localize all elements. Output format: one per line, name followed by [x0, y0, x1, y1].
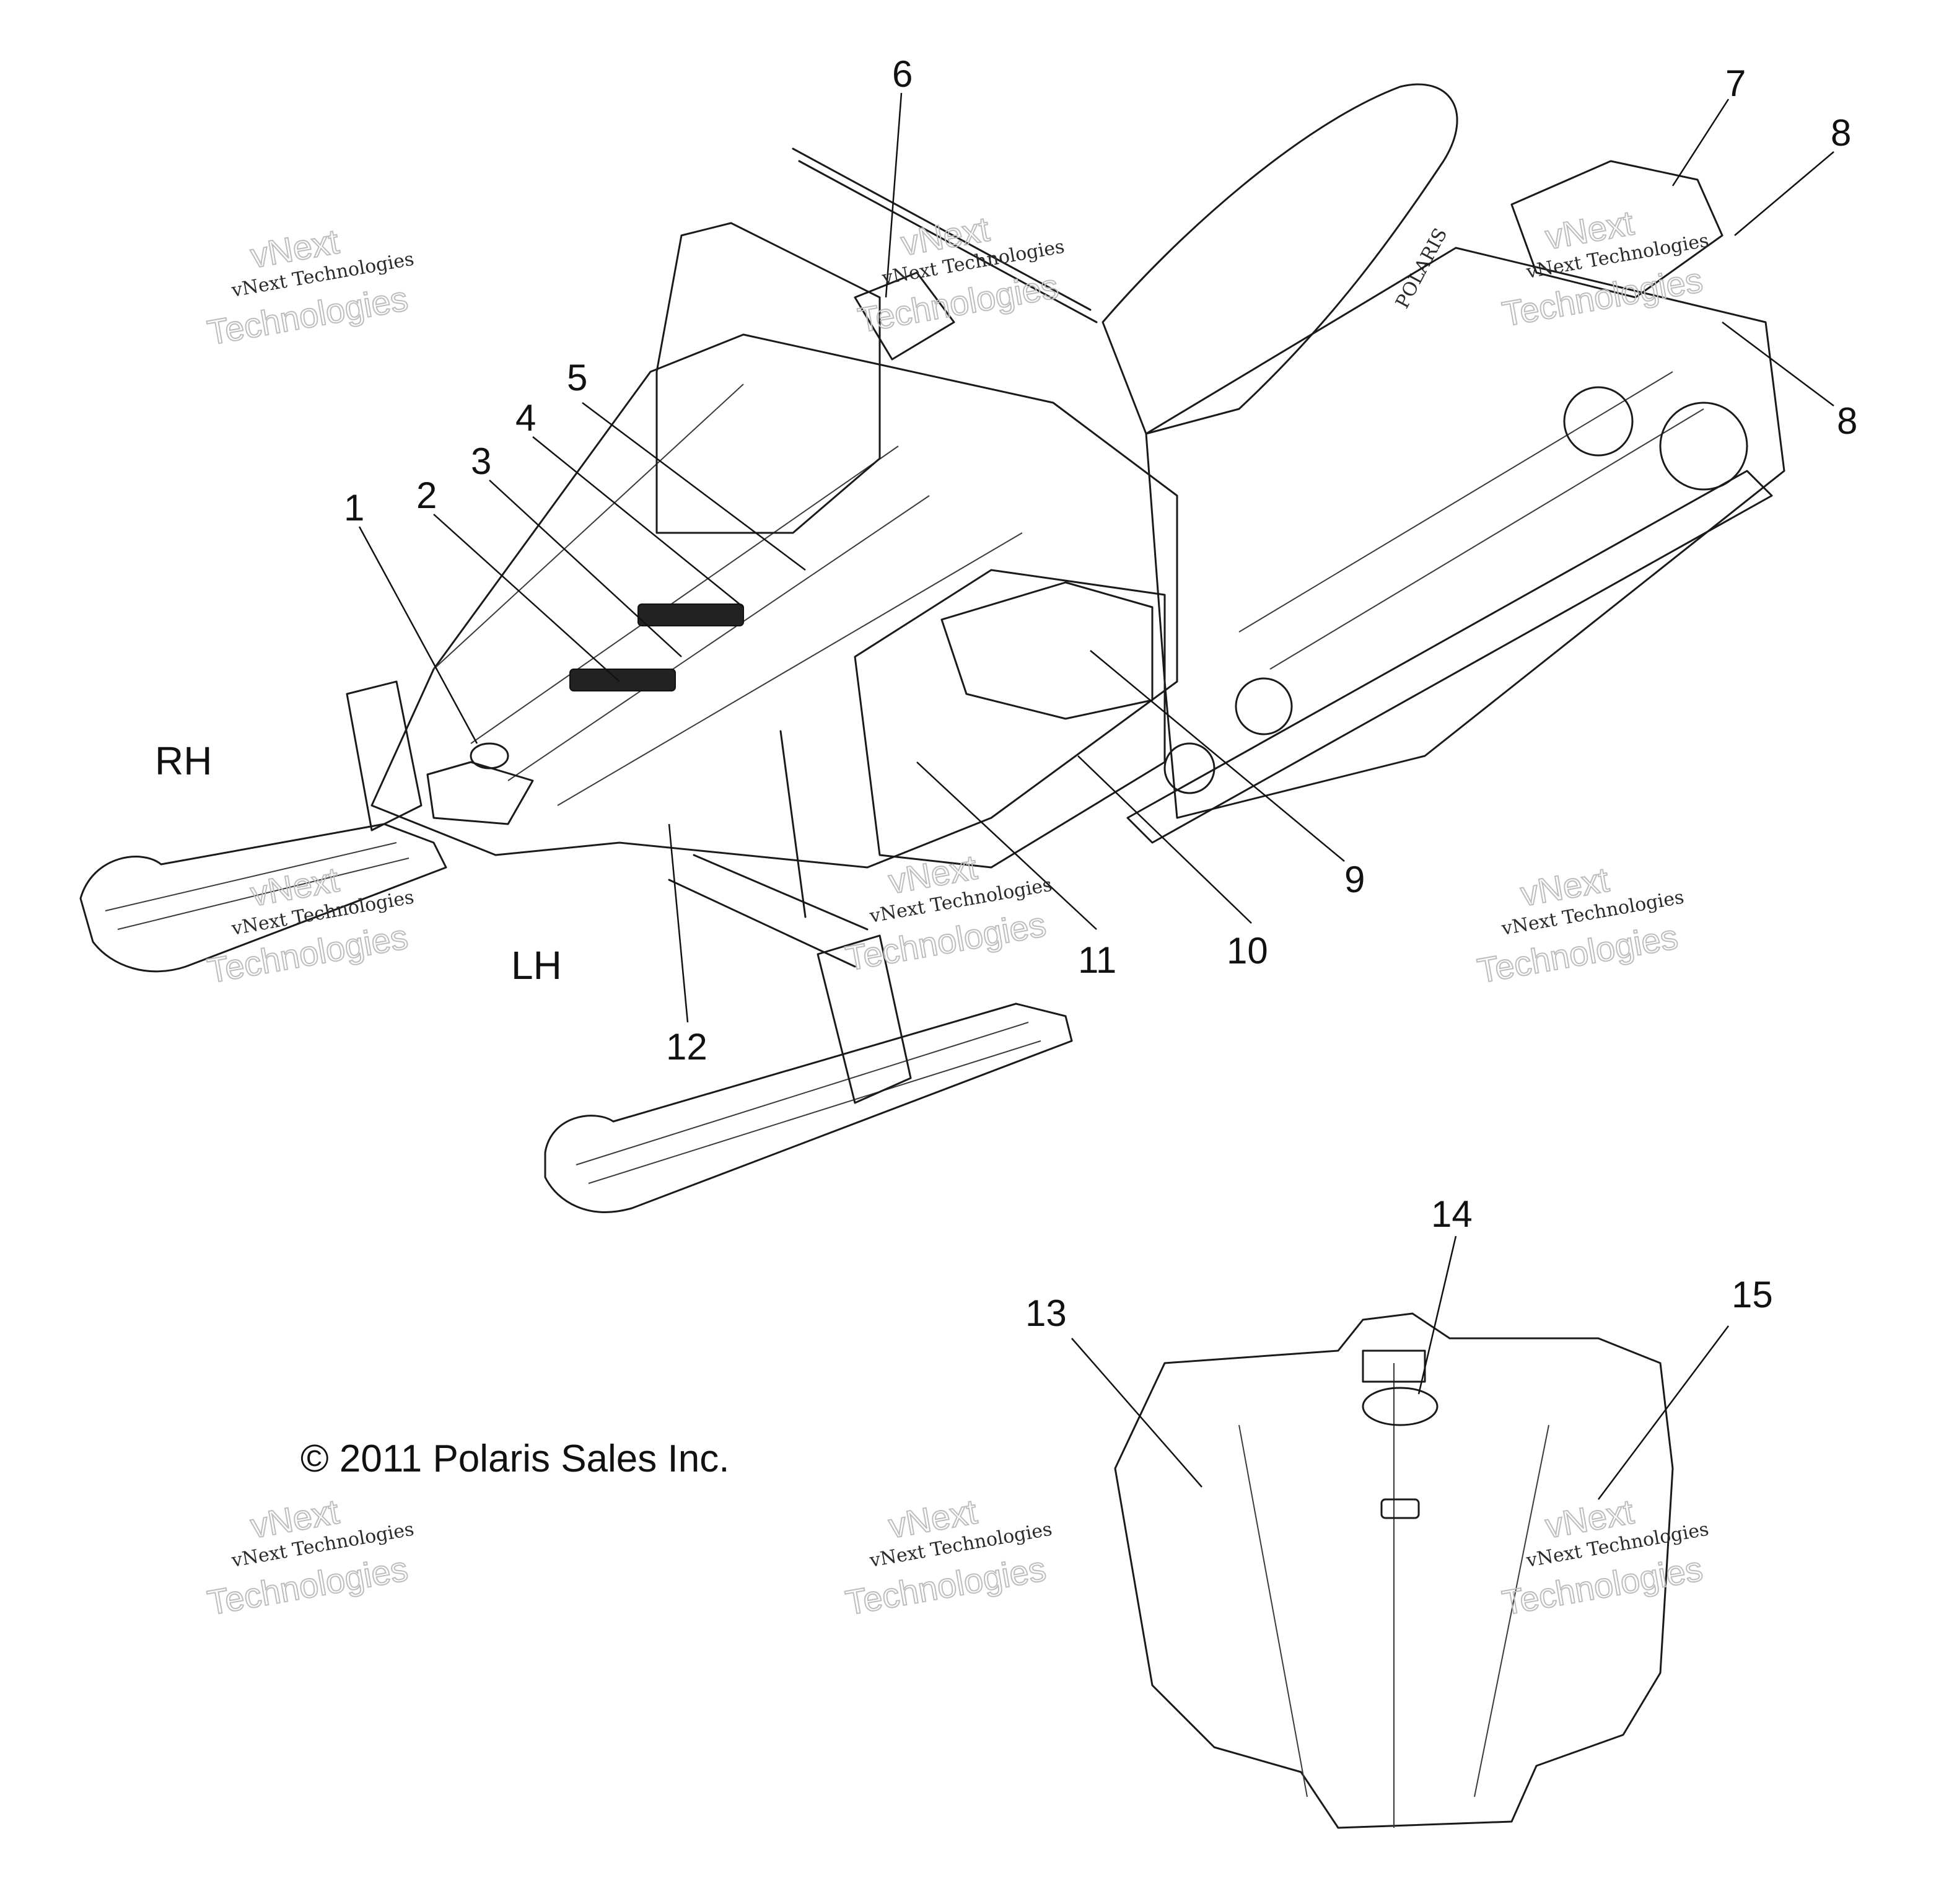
left-ski — [544, 1002, 1073, 1213]
callout-11: 11 — [1078, 939, 1116, 981]
watermark-4: vNext vNext Technologies Technologies — [204, 859, 416, 991]
callout-15: 15 — [1732, 1274, 1773, 1315]
callout-8-top: 8 — [1831, 112, 1851, 154]
callout-2: 2 — [416, 475, 437, 516]
callout-6: 6 — [892, 53, 913, 95]
watermark-8: vNext vNext Technologies Technologies — [842, 1491, 1054, 1623]
right-ski — [79, 823, 447, 973]
callout-5: 5 — [567, 357, 587, 398]
callout-10: 10 — [1227, 930, 1268, 972]
track — [1126, 470, 1773, 844]
leader-lines — [358, 92, 1834, 1500]
copyright-text: © 2011 Polaris Sales Inc. — [300, 1437, 729, 1480]
side-label-rh: RH — [155, 739, 212, 783]
tunnel — [1145, 247, 1785, 819]
callout-12: 12 — [666, 1026, 707, 1068]
watermark-2: vNext vNext Technologies Technologies — [1499, 202, 1710, 334]
watermark-7: vNext vNext Technologies Technologies — [204, 1491, 416, 1623]
callout-9: 9 — [1344, 859, 1365, 900]
watermark-1: vNext vNext Technologies Technologies — [204, 221, 416, 353]
seat — [1102, 83, 1458, 435]
side-label-lh: LH — [511, 943, 562, 988]
callout-8-bottom: 8 — [1837, 400, 1857, 442]
watermark-6: vNext vNext Technologies Technologies — [1474, 859, 1686, 991]
watermark-9: vNext vNext Technologies Technologies — [1499, 1491, 1710, 1623]
callout-3: 3 — [471, 441, 491, 482]
watermark-group: vNext vNext Technologies Technologies vN… — [204, 202, 1710, 1623]
hood-top-view — [1114, 1312, 1674, 1829]
rear-bumper — [1510, 160, 1723, 299]
watermark-3: vNext vNext Technologies Technologies — [854, 208, 1066, 340]
callout-4: 4 — [515, 397, 536, 439]
callout-1: 1 — [344, 487, 364, 529]
hood — [370, 333, 1178, 869]
callout-13: 13 — [1025, 1292, 1067, 1334]
callout-labels: 1 2 3 4 5 6 7 8 8 9 10 11 12 13 14 15 — [344, 53, 1857, 1334]
handlebar — [792, 147, 1098, 323]
watermark-5: vNext vNext Technologies Technologies — [842, 846, 1054, 978]
callout-7: 7 — [1725, 63, 1746, 104]
callout-14: 14 — [1431, 1193, 1473, 1235]
side-panel — [854, 569, 1166, 869]
windshield — [655, 222, 881, 534]
